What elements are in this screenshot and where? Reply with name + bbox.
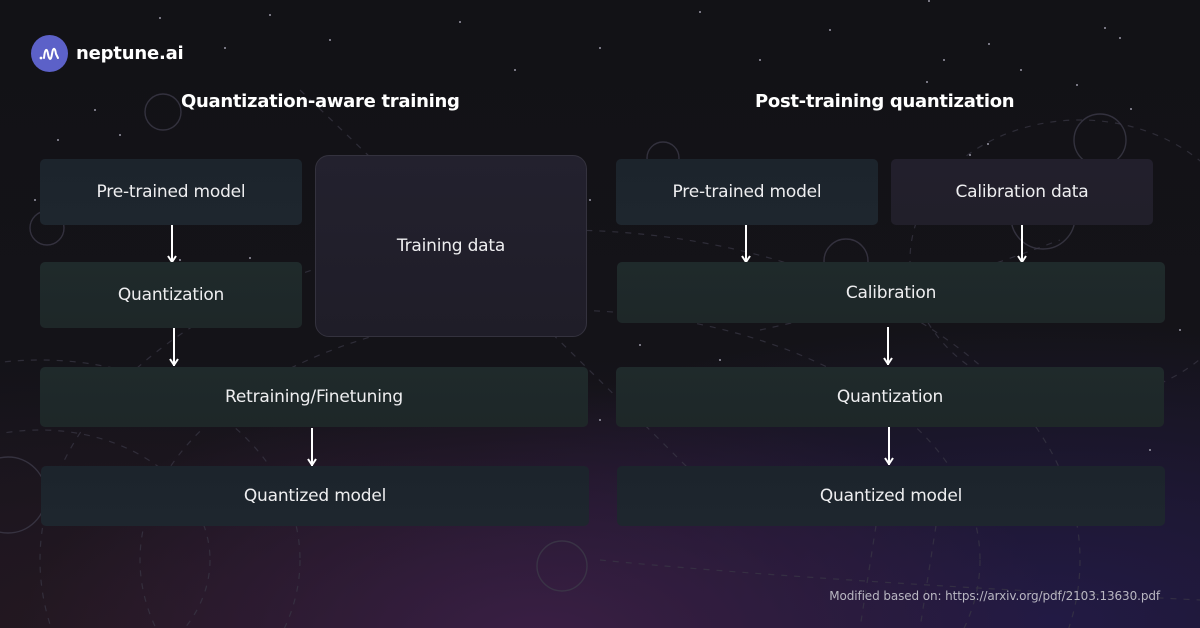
box-label: Calibration: [845, 282, 937, 303]
qat-title: Quantization-aware training: [181, 91, 460, 112]
ptq-pretrained-model-box: Pre-trained model: [616, 159, 878, 225]
box-label: Quantization: [836, 387, 944, 407]
qat-quantization-box: Quantization: [40, 262, 302, 328]
brand-name: neptune.ai: [76, 43, 184, 64]
arrow-down-icon: [168, 328, 180, 366]
source-footnote: Modified based on: https://arxiv.org/pdf…: [829, 589, 1160, 603]
box-label: Quantized model: [243, 486, 387, 506]
qat-pretrained-model-box: Pre-trained model: [40, 159, 302, 225]
box-label: Quantization: [117, 285, 225, 305]
arrow-down-icon: [740, 225, 752, 263]
arrow-down-icon: [306, 428, 318, 466]
box-label: Calibration data: [955, 182, 1089, 202]
ptq-quantization-box: Quantization: [616, 367, 1164, 427]
ptq-calibration-data-box: Calibration data: [891, 159, 1153, 225]
ptq-quantized-model-box: Quantized model: [617, 466, 1165, 526]
box-label: Retraining/Finetuning: [225, 387, 403, 407]
box-label: Quantized model: [819, 486, 963, 506]
box-label: Pre-trained model: [672, 182, 822, 202]
box-label: Pre-trained model: [96, 182, 246, 202]
arrow-down-icon: [166, 225, 178, 263]
arrow-down-icon: [883, 427, 895, 465]
qat-quantized-model-box: Quantized model: [41, 466, 589, 526]
qat-retraining-box: Retraining/Finetuning: [40, 367, 588, 427]
waveform-icon: [31, 35, 68, 72]
brand-logo: neptune.ai: [31, 35, 184, 72]
ptq-title: Post-training quantization: [755, 91, 1015, 112]
box-label: Training data: [396, 236, 506, 256]
arrow-down-icon: [882, 327, 894, 365]
ptq-calibration-box: Calibration: [617, 262, 1165, 323]
qat-training-data-box: Training data: [315, 155, 587, 337]
arrow-down-icon: [1016, 225, 1028, 263]
